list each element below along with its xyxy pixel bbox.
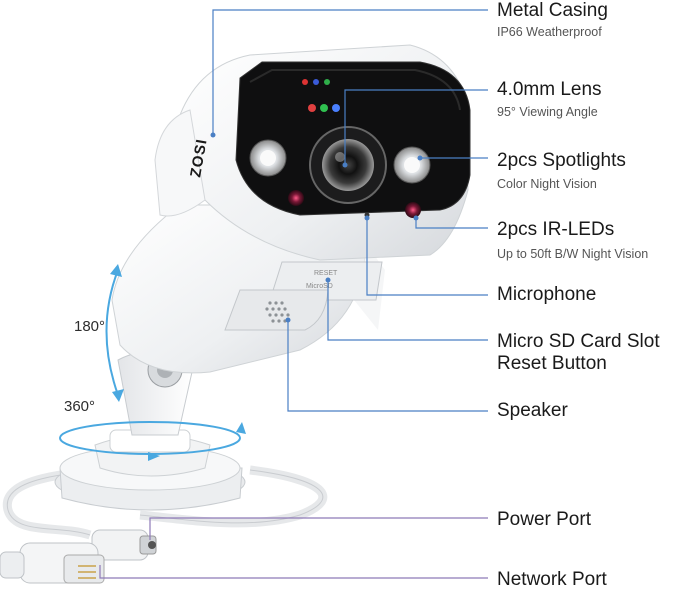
lens-sub: 95° Viewing Angle bbox=[497, 105, 598, 119]
speaker-title: Speaker bbox=[497, 400, 568, 421]
leader-lines bbox=[212, 9, 488, 412]
svg-text:RESET: RESET bbox=[314, 270, 338, 277]
spotlights-title: 2pcs Spotlights bbox=[497, 150, 626, 171]
sd-slot-title: Micro SD Card Slot bbox=[497, 331, 660, 352]
spotlight-left bbox=[249, 139, 287, 177]
metal-casing-title: Metal Casing bbox=[497, 0, 608, 21]
ir-led-left bbox=[288, 190, 304, 206]
svg-text:MicroSD: MicroSD bbox=[306, 283, 333, 290]
ir-leds-title: 2pcs IR-LEDs bbox=[497, 219, 615, 240]
metal-casing-sub: IP66 Weatherproof bbox=[497, 25, 602, 39]
tilt-degree-label: 180° bbox=[74, 318, 106, 335]
network-connector bbox=[0, 542, 105, 584]
pan-degree-label: 360° bbox=[64, 398, 96, 415]
mount-base bbox=[54, 429, 246, 511]
tilt-arrow bbox=[105, 269, 119, 396]
power-port-title: Power Port bbox=[497, 509, 591, 530]
ir-led-right bbox=[405, 202, 421, 218]
network-port-title: Network Port bbox=[497, 569, 607, 590]
speaker-panel bbox=[224, 289, 329, 331]
brand-logo: ZOSI bbox=[187, 137, 211, 178]
camera-body: ZOSI RESET MicroSD bbox=[111, 44, 471, 374]
spotlight-right bbox=[393, 146, 431, 184]
speaker-holes bbox=[265, 301, 290, 323]
spotlights-sub: Color Night Vision bbox=[497, 177, 597, 191]
microphone-title: Microphone bbox=[497, 284, 597, 305]
reset-button-title: Reset Button bbox=[497, 353, 607, 374]
lens-title: 4.0mm Lens bbox=[497, 79, 602, 100]
power-connector bbox=[91, 529, 157, 561]
ir-leds-sub: Up to 50ft B/W Night Vision bbox=[497, 247, 649, 261]
